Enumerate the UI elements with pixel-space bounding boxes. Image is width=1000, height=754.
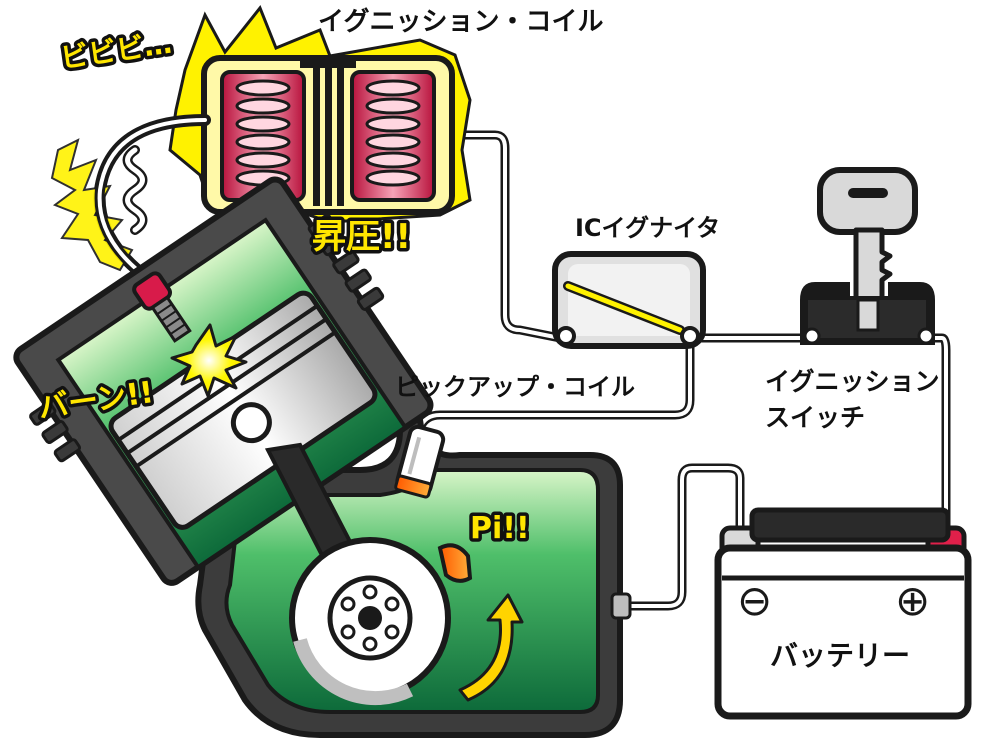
label-ignition-switch-2: スイッチ [765,403,865,432]
label-ignition-coil: イグニッション・コイル [318,7,603,37]
ignition-switch [800,167,935,345]
label-pickup-coil: ピックアップ・コイル [395,373,635,401]
spark-plug [132,271,248,398]
lead-spark-flash [50,138,134,272]
rotation-arrow [458,593,524,702]
label-ic-igniter: ICイグナイタ [575,214,720,242]
wiring [415,130,951,611]
key-icon [817,167,918,303]
ic-igniter [552,251,706,349]
label-ignition-switch-1: イグニッション [765,367,940,396]
battery-plus-icon: ⊕ [895,576,930,625]
sfx-boost: 昇圧!! [312,217,411,257]
combustion-flash [170,323,248,398]
wire-switch-to-battery [925,333,951,525]
battery-part [714,507,972,720]
pickup-coil-part [394,424,446,499]
flywheel-rotor [289,537,473,706]
label-battery: バッテリー [770,639,910,672]
ignition-coil [168,5,472,224]
labels: イグニッション・コイル ICイグナイタ ピックアップ・コイル イグニッション ス… [318,7,940,672]
sfx-spark-sound: ビビビ… [58,27,174,75]
ground-stud [610,592,632,620]
sfx-pulse: Pi!! [470,511,530,546]
reluctor [437,543,473,583]
battery-minus-icon: ⊖ [737,576,772,625]
